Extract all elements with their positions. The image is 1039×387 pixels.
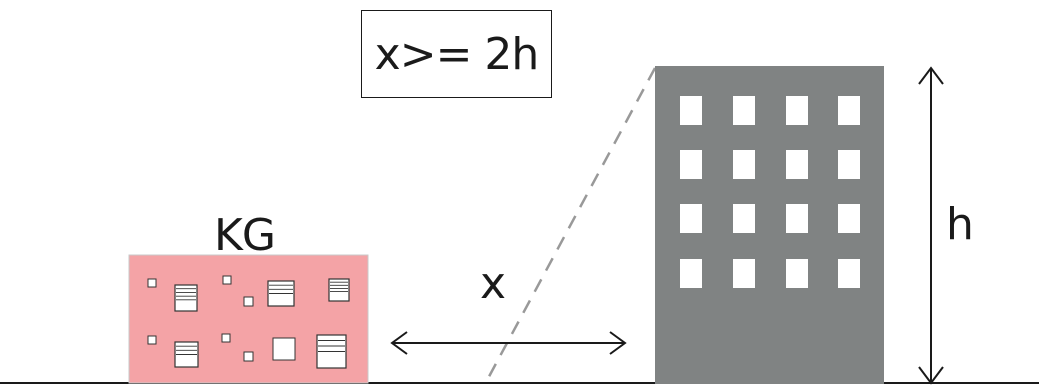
tall-building-window: [733, 204, 755, 233]
tall-building-window: [838, 204, 860, 233]
sight-line: [483, 67, 657, 385]
kindergarten-window: [222, 275, 232, 285]
formula-text: x>= 2h: [374, 28, 540, 80]
kindergarten-label: KG: [214, 210, 276, 261]
kindergarten-building: [128, 254, 369, 384]
kindergarten-window: [174, 341, 199, 368]
tall-building-window: [786, 96, 808, 125]
kindergarten-window: [174, 284, 198, 312]
tall-building-window: [680, 259, 702, 288]
kindergarten-window: [221, 333, 231, 343]
kindergarten-window: [147, 335, 157, 345]
tall-building-window: [786, 150, 808, 179]
tall-building-window: [838, 259, 860, 288]
kindergarten-window: [272, 337, 296, 361]
tall-building-window: [786, 259, 808, 288]
tall-building: [655, 66, 884, 384]
kindergarten-window: [147, 278, 157, 288]
kindergarten-window: [243, 351, 254, 362]
tall-building-window: [733, 150, 755, 179]
tall-building-windows: [680, 96, 860, 288]
distance-arrow: [390, 331, 627, 355]
height-arrow: [918, 66, 944, 385]
tall-building-window: [680, 204, 702, 233]
kindergarten-window: [243, 296, 254, 307]
height-label: h: [946, 199, 974, 250]
kindergarten-window: [267, 280, 295, 307]
distance-label: x: [480, 258, 507, 309]
tall-building-window: [680, 96, 702, 125]
tall-building-window: [680, 150, 702, 179]
tall-building-window: [786, 204, 808, 233]
formula-box: x>= 2h: [361, 10, 552, 98]
tall-building-window: [838, 96, 860, 125]
tall-building-window: [733, 259, 755, 288]
tall-building-window: [838, 150, 860, 179]
kindergarten-windows: [147, 275, 350, 369]
kindergarten-window: [328, 278, 350, 302]
kindergarten-window: [316, 334, 347, 369]
tall-building-window: [733, 96, 755, 125]
